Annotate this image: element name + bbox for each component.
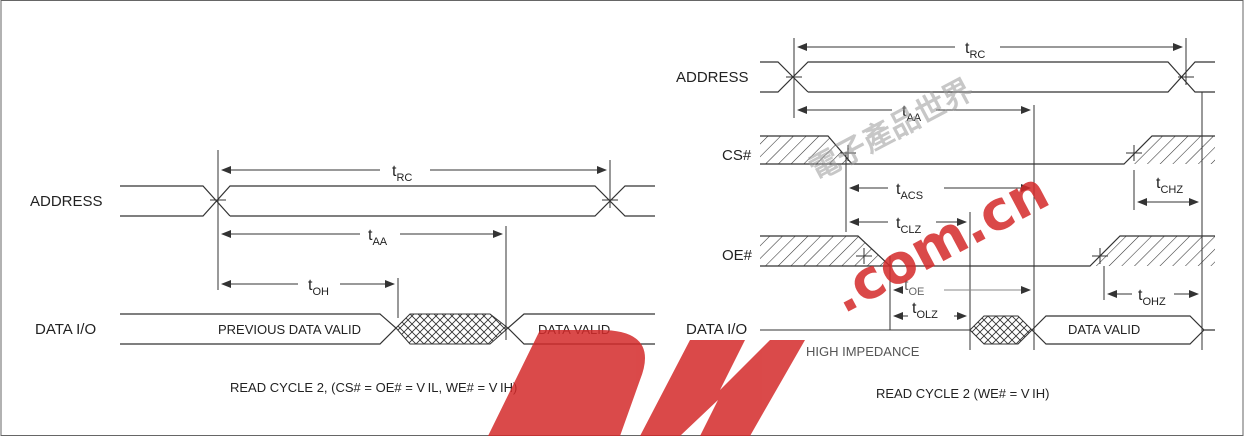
- right-high-impedance-label: HIGH IMPEDANCE: [806, 344, 920, 359]
- right-read-cycle: ADDRESS tRC tAA CS# tACS tCHZ: [676, 38, 1215, 401]
- right-data-waveform: [1031, 315, 1215, 345]
- right-oe-waveform: [760, 235, 1215, 267]
- right-cs-label: CS#: [722, 147, 752, 164]
- left-data-io-label: DATA I/O: [35, 321, 96, 338]
- left-previous-data-label: PREVIOUS DATA VALID: [218, 322, 361, 337]
- right-oe-cross-mark-2: [1092, 248, 1108, 264]
- right-caption: READ CYCLE 2 (WE# = V IH): [876, 386, 1049, 401]
- left-caption: READ CYCLE 2, (CS# = OE# = V IL, WE# = V…: [230, 380, 517, 395]
- right-oe-hatch-left: [760, 236, 890, 266]
- left-trc-label: tRC: [392, 163, 412, 184]
- right-data-io-label: DATA I/O: [686, 321, 747, 338]
- right-toe-label: tOE: [904, 277, 924, 298]
- right-cs-cross-mark-2: [1126, 145, 1142, 161]
- right-trc-label: tRC: [965, 40, 985, 61]
- right-data-transition-band: [969, 315, 1033, 345]
- right-cs-hatch-right: [1124, 136, 1215, 164]
- right-cs-waveform: [760, 135, 1215, 165]
- right-tclz-label: tCLZ: [896, 215, 922, 236]
- left-read-cycle: ADDRESS tRC tAA tOH DATA I/O PREVIOUS DA…: [30, 150, 655, 395]
- right-oe-hatch-right: [1090, 236, 1215, 266]
- watermark: [488, 330, 805, 436]
- right-tolz-label: tOLZ: [912, 300, 938, 321]
- right-address-label: ADDRESS: [676, 69, 749, 86]
- right-oe-label: OE#: [722, 247, 753, 264]
- left-taa-label: tAA: [368, 227, 388, 248]
- left-address-label: ADDRESS: [30, 193, 103, 210]
- left-address-waveform: [120, 185, 655, 217]
- right-cs-hatch-left: [760, 136, 852, 164]
- left-data-transition-band: [395, 313, 509, 345]
- right-tohz-label: tOHZ: [1138, 287, 1166, 308]
- right-cs-cross-mark-1: [840, 145, 856, 161]
- left-toh-label: tOH: [308, 277, 329, 298]
- right-tchz-label: tCHZ: [1156, 175, 1183, 196]
- watermark-logo-shape-1: [488, 330, 645, 436]
- right-taa-label: tAA: [902, 103, 922, 124]
- right-data-valid-label: DATA VALID: [1068, 322, 1140, 337]
- right-tacs-label: tACS: [896, 181, 923, 202]
- watermark-logo-shape-2: [640, 340, 805, 436]
- right-address-waveform: [760, 61, 1215, 93]
- right-oe-cross-mark-1: [856, 248, 872, 264]
